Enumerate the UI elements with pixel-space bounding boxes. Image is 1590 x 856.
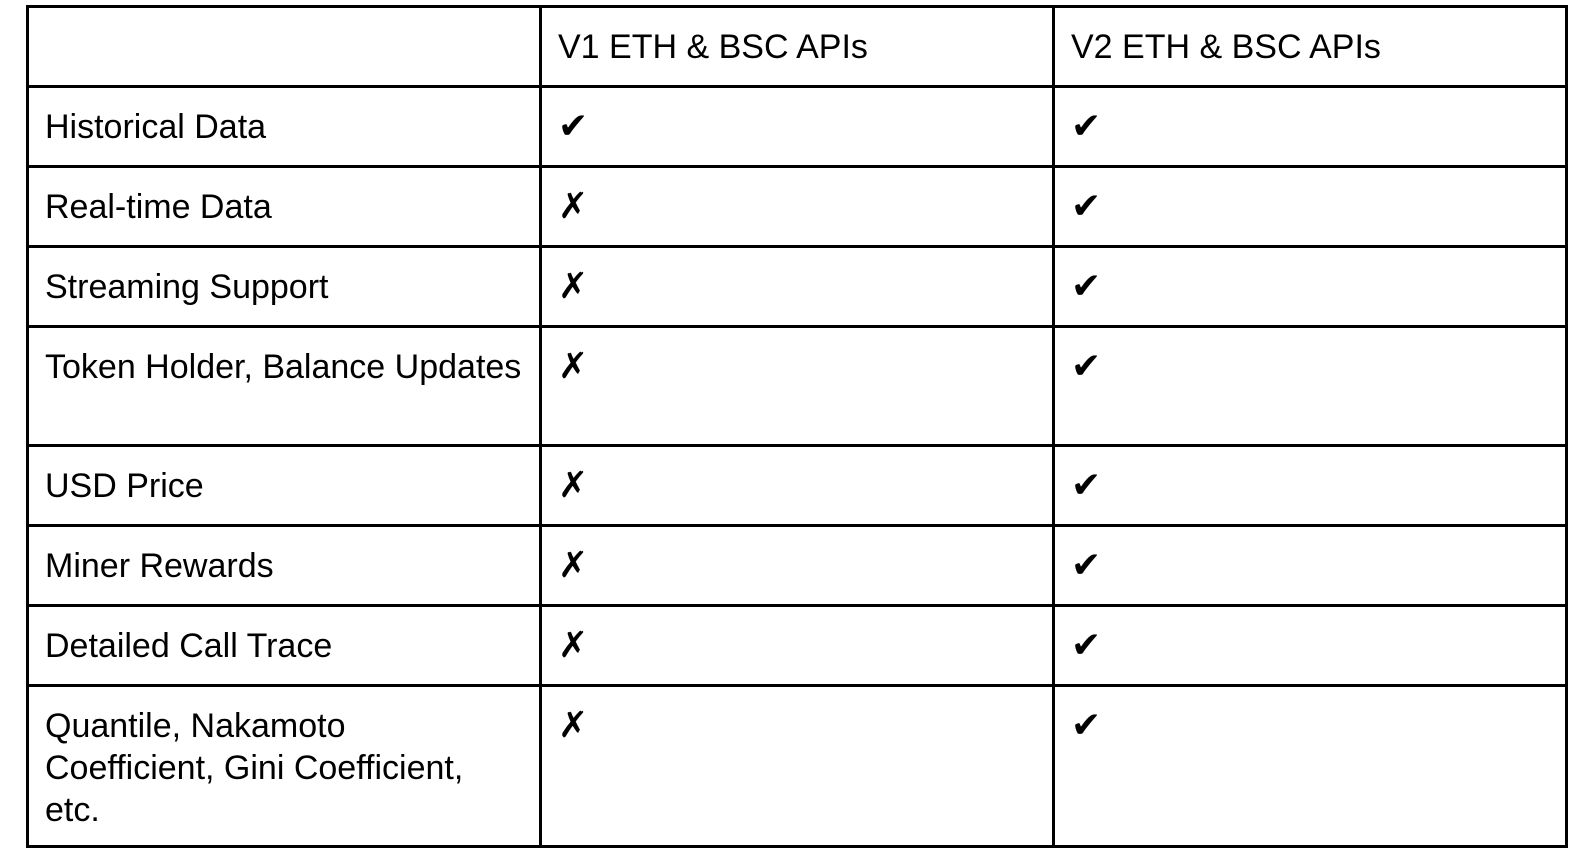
check-icon: ✔ — [1071, 186, 1102, 227]
table-row: Quantile, Nakamoto Coefficient, Gini Coe… — [26, 684, 1568, 848]
v1-cell: ✗ — [539, 524, 1055, 607]
check-icon: ✔ — [558, 106, 589, 147]
v2-cell: ✔ — [1052, 165, 1568, 248]
feature-cell: Detailed Call Trace — [26, 604, 542, 687]
v2-cell: ✔ — [1052, 684, 1568, 848]
cross-icon: ✗ — [558, 346, 589, 387]
cross-icon: ✗ — [558, 545, 589, 586]
check-icon: ✔ — [1071, 106, 1102, 147]
feature-cell: Streaming Support — [26, 245, 542, 328]
check-icon: ✔ — [1071, 625, 1102, 666]
cross-icon: ✗ — [558, 625, 589, 666]
feature-cell: Real-time Data — [26, 165, 542, 248]
v1-cell: ✗ — [539, 444, 1055, 527]
cross-icon: ✗ — [558, 705, 589, 746]
table-row: USD Price ✗ ✔ — [26, 444, 1568, 527]
v2-cell: ✔ — [1052, 524, 1568, 607]
check-icon: ✔ — [1071, 545, 1102, 586]
v2-cell: ✔ — [1052, 604, 1568, 687]
cross-icon: ✗ — [558, 266, 589, 307]
check-icon: ✔ — [1071, 465, 1102, 506]
comparison-table-container: V1 ETH & BSC APIs V2 ETH & BSC APIs Hist… — [26, 5, 1568, 848]
check-icon: ✔ — [1071, 346, 1102, 387]
table-row: Detailed Call Trace ✗ ✔ — [26, 604, 1568, 687]
v1-cell: ✗ — [539, 684, 1055, 848]
api-comparison-table: V1 ETH & BSC APIs V2 ETH & BSC APIs Hist… — [26, 5, 1568, 848]
v2-cell: ✔ — [1052, 85, 1568, 168]
v2-cell: ✔ — [1052, 325, 1568, 447]
table-row: Historical Data ✔ ✔ — [26, 85, 1568, 168]
feature-cell: Historical Data — [26, 85, 542, 168]
check-icon: ✔ — [1071, 705, 1102, 746]
header-cell-v1: V1 ETH & BSC APIs — [539, 5, 1055, 88]
v2-cell: ✔ — [1052, 444, 1568, 527]
feature-cell: Miner Rewards — [26, 524, 542, 607]
table-row: Real-time Data ✗ ✔ — [26, 165, 1568, 248]
header-cell-feature — [26, 5, 542, 88]
table-header-row: V1 ETH & BSC APIs V2 ETH & BSC APIs — [26, 5, 1568, 88]
table-row: Miner Rewards ✗ ✔ — [26, 524, 1568, 607]
v1-cell: ✗ — [539, 604, 1055, 687]
table-row: Token Holder, Balance Updates ✗ ✔ — [26, 325, 1568, 447]
header-cell-v2: V2 ETH & BSC APIs — [1052, 5, 1568, 88]
feature-cell: USD Price — [26, 444, 542, 527]
v1-cell: ✔ — [539, 85, 1055, 168]
table-row: Streaming Support ✗ ✔ — [26, 245, 1568, 328]
cross-icon: ✗ — [558, 186, 589, 227]
v1-cell: ✗ — [539, 245, 1055, 328]
feature-cell: Token Holder, Balance Updates — [26, 325, 542, 447]
v1-cell: ✗ — [539, 165, 1055, 248]
check-icon: ✔ — [1071, 266, 1102, 307]
cross-icon: ✗ — [558, 465, 589, 506]
feature-cell: Quantile, Nakamoto Coefficient, Gini Coe… — [26, 684, 542, 848]
v1-cell: ✗ — [539, 325, 1055, 447]
v2-cell: ✔ — [1052, 245, 1568, 328]
